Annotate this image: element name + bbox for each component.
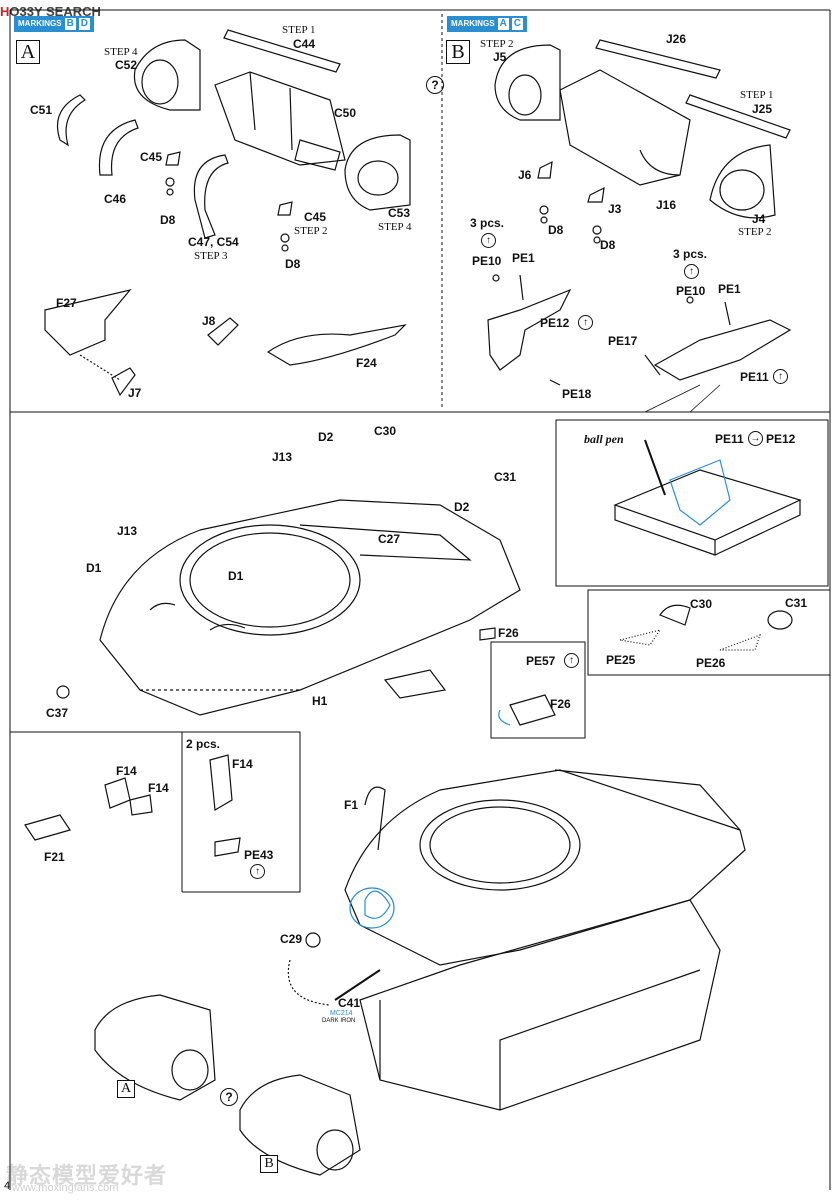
part-pe25: PE25	[606, 653, 636, 667]
part-c45: C45	[140, 150, 163, 164]
part-c47-c54: C47, C54	[188, 235, 239, 249]
part-f21: F21	[44, 850, 65, 864]
part-pe26: PE26	[696, 656, 726, 670]
etched-part-icon: ↑	[578, 315, 593, 330]
part-j3: J3	[608, 202, 622, 216]
part-j13: J13	[117, 524, 138, 538]
part-d8: D8	[285, 257, 301, 271]
part-j26: J26	[666, 32, 687, 46]
etched-part-icon: ↑	[684, 264, 699, 279]
part-pe57: PE57	[526, 654, 556, 668]
part-f26: F26	[498, 626, 519, 640]
page-number: 4	[4, 1180, 11, 1192]
part-j7: J7	[128, 386, 142, 400]
step-label: STEP 2	[294, 225, 328, 237]
part-j16: J16	[656, 198, 677, 212]
question-icon: ?	[220, 1088, 238, 1106]
part-c51: C51	[30, 103, 53, 117]
part-c53: C53	[388, 206, 411, 220]
part-d8: D8	[600, 238, 616, 252]
part-c52: C52	[115, 58, 138, 72]
arrow-icon: →	[748, 431, 763, 446]
part-h1: H1	[312, 694, 328, 708]
part-d8: D8	[548, 223, 564, 237]
part-pe10: PE10	[472, 254, 502, 268]
etched-part-icon: ↑	[481, 233, 496, 248]
cn-watermark: 静态模型爱好者	[6, 1164, 168, 1189]
part-pe43: PE43	[244, 848, 274, 862]
section-a-ref-box: A	[117, 1080, 135, 1098]
part-pe1: PE1	[718, 282, 741, 296]
part-c29: C29	[280, 932, 303, 946]
part-d2: D2	[318, 430, 334, 444]
part-pe17: PE17	[608, 334, 638, 348]
part-j25: J25	[752, 102, 773, 116]
section-b-ref-box: B	[260, 1155, 278, 1173]
part-f24: F24	[356, 356, 377, 370]
url-watermark: www.moxingfans.com	[12, 1182, 119, 1194]
markings-badge-ac: MARKINGS A C	[447, 16, 528, 32]
part-d1: D1	[228, 569, 244, 583]
part-pe1: PE1	[512, 251, 535, 265]
step-label: STEP 3	[194, 250, 228, 262]
section-b-box: B	[446, 40, 470, 64]
part-f26: F26	[550, 697, 571, 711]
part-f14: F14	[148, 781, 169, 795]
part-c31: C31	[785, 596, 808, 610]
part-pe11: PE11	[740, 370, 769, 384]
etched-part-icon: ↑	[250, 864, 265, 879]
paint-name: DARK IRON	[322, 1018, 356, 1024]
part-f27: F27	[56, 296, 77, 310]
part-c30: C30	[690, 597, 713, 611]
question-icon: ?	[426, 76, 444, 94]
part-d8: D8	[160, 213, 176, 227]
qty-label: 2 pcs.	[186, 737, 221, 751]
part-f14: F14	[232, 757, 253, 771]
part-pe18: PE18	[562, 387, 592, 401]
step-label: STEP 2	[738, 226, 772, 238]
part-f1: F1	[344, 798, 359, 812]
section-a-box: A	[16, 40, 40, 64]
qty-label: 3 pcs.	[470, 216, 505, 230]
etched-part-icon: ↑	[564, 653, 579, 668]
part-c41: C41	[338, 996, 361, 1010]
part-c44: C44	[293, 37, 316, 51]
part-pe11: PE11	[715, 432, 744, 446]
qty-label: 3 pcs.	[673, 247, 708, 261]
part-j13: J13	[272, 450, 293, 464]
ballpen-caption: ball pen	[584, 432, 624, 446]
markings-badge-bd: MARKINGS B D	[14, 16, 95, 32]
step-label: STEP 2	[480, 38, 514, 50]
part-j4: J4	[752, 212, 766, 226]
part-pe12: PE12	[766, 432, 796, 446]
part-c30: C30	[374, 424, 397, 438]
part-c31: C31	[494, 470, 517, 484]
part-j6: J6	[518, 168, 532, 182]
part-j5: J5	[493, 50, 507, 64]
part-pe12: PE12	[540, 316, 570, 330]
step-label: STEP 1	[740, 89, 774, 101]
part-d2: D2	[454, 500, 470, 514]
part-pe10: PE10	[676, 284, 706, 298]
step-label: STEP 4	[104, 46, 138, 58]
part-c50: C50	[334, 106, 357, 120]
part-c46: C46	[104, 192, 127, 206]
site-watermark: HO33Y SEARCH	[0, 4, 101, 19]
part-c37: C37	[46, 706, 69, 720]
part-c27: C27	[378, 532, 401, 546]
part-d1: D1	[86, 561, 102, 575]
part-f14: F14	[116, 764, 137, 778]
etched-part-icon: ↑	[773, 369, 788, 384]
step-label: STEP 4	[378, 221, 412, 233]
step-label: STEP 1	[282, 24, 316, 36]
part-c45: C45	[304, 210, 327, 224]
part-j8: J8	[202, 314, 216, 328]
paint-code: MC214	[330, 1010, 353, 1017]
